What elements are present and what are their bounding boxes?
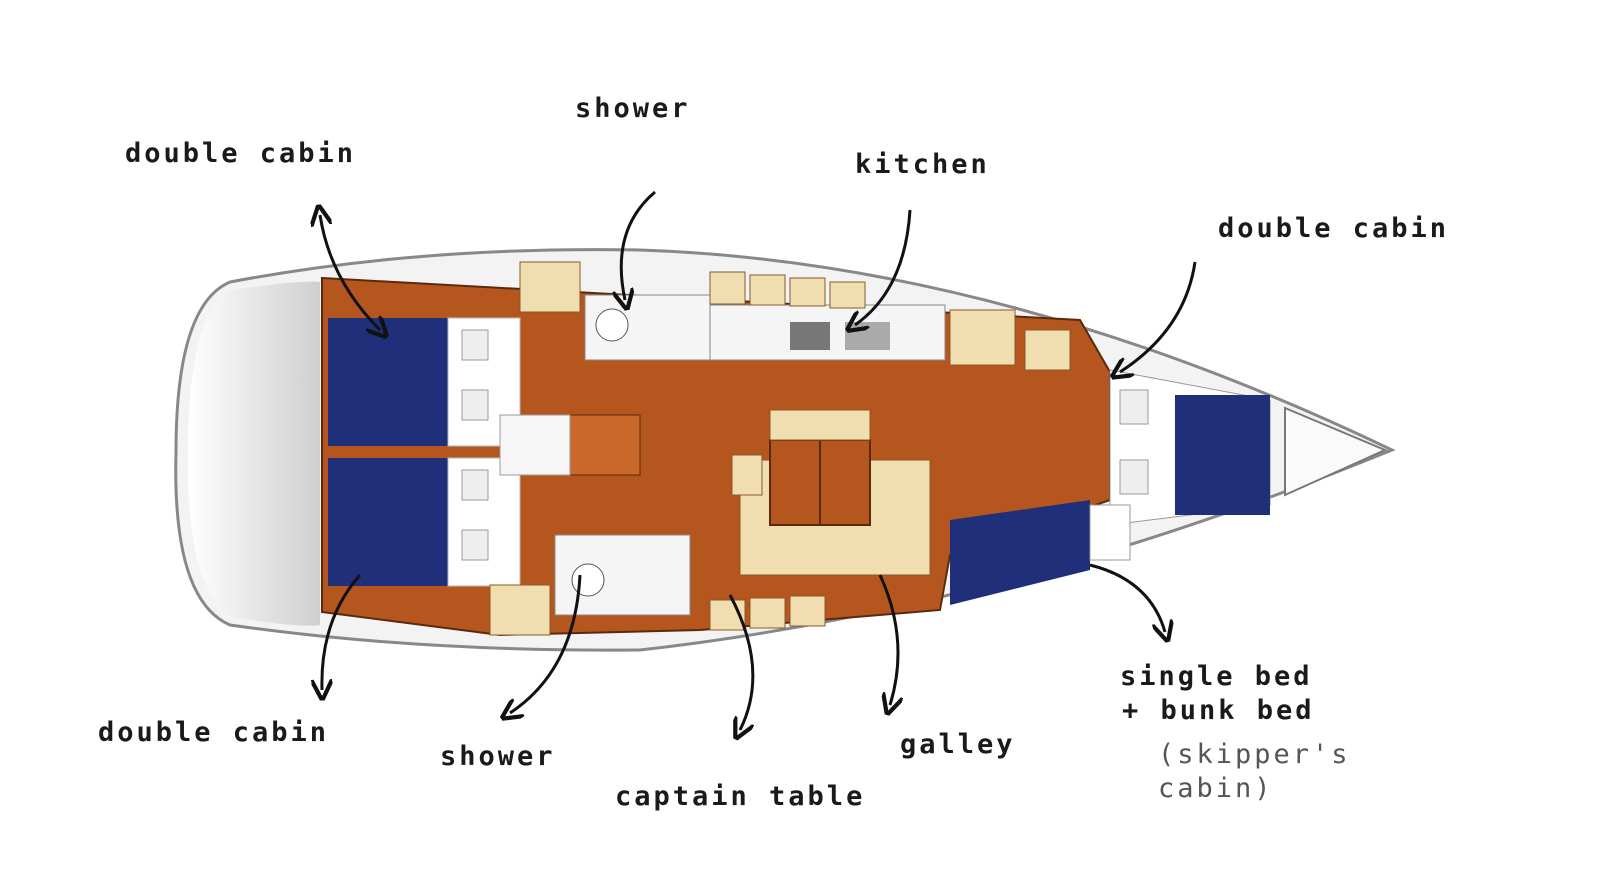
label-kitchen: kitchen [855,149,990,180]
label-single-bed: single bed [1120,661,1313,692]
label-shower-top: shower [575,93,691,124]
forward-bed [1175,395,1270,515]
skipper-bed [950,500,1090,605]
label-double-cabin-right: double cabin [1218,213,1450,244]
label-double-cabin-top-left: double cabin [125,138,357,169]
arrow-double-cabin-bottom-left [322,574,362,690]
companionway-steps [569,414,641,476]
label-arrows [320,190,1197,730]
arrow-single-bed [1089,563,1165,632]
label-bunk-bed: + bunk bed [1122,695,1315,726]
stern-deck [187,281,320,626]
arrow-double-cabin-right [1120,261,1197,372]
aft-bed-bottom [328,458,448,586]
label-skipper-cabin-2: cabin) [1158,773,1274,804]
arrow-kitchen [855,209,912,325]
aft-bed-top [328,318,448,446]
label-double-cabin-bottom-left: double cabin [98,717,330,748]
arrow-shower-bottom [510,574,582,713]
label-skipper-cabin: (skipper's [1158,739,1351,770]
arrow-galley [878,574,898,705]
label-galley: galley [900,729,1016,760]
label-captain-table: captain table [615,781,866,812]
arrow-shower-top [621,190,656,300]
galley-counter [709,304,946,361]
bow-locker [1284,406,1388,497]
arrow-captain-table [728,594,755,730]
arrow-double-cabin-top-left [320,215,380,330]
label-shower-bottom: shower [440,741,556,772]
